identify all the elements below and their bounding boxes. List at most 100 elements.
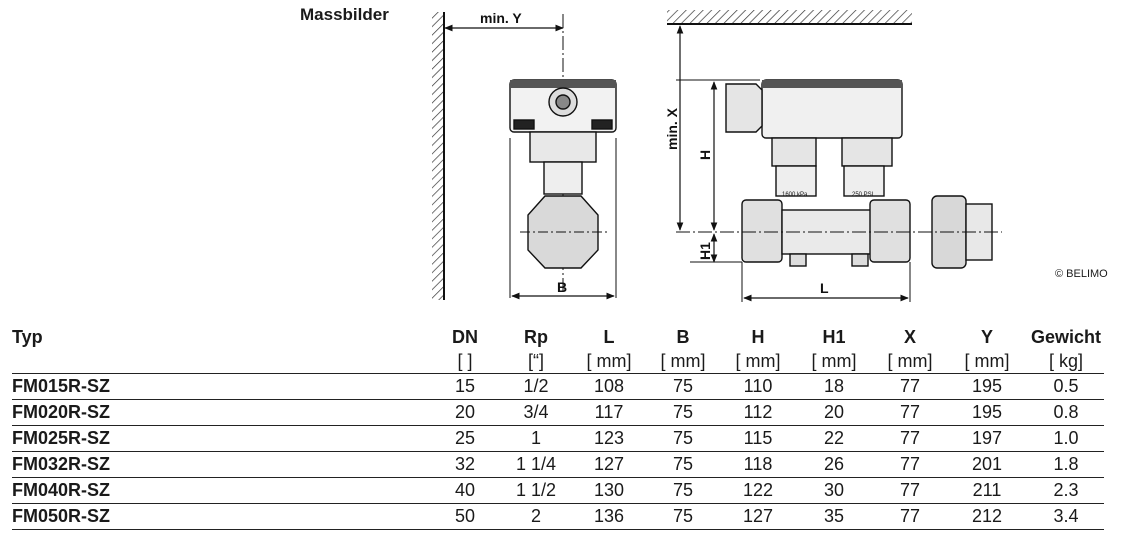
unit-h1: [ mm] [811,351,857,371]
valve-side-view: 1600 kPa 250 PSI [676,79,1002,302]
cell-x: 77 [874,425,946,452]
cell-gewicht: 1.0 [1028,425,1104,452]
cell-dn: 15 [432,373,498,400]
dimension-b: B [511,279,615,300]
header-dn: DN [452,327,478,347]
cell-typ: FM015R-SZ [12,373,432,400]
table-header-row: Typ DN Rp L B H H1 X Y Gewicht [12,325,1104,349]
cell-x: 77 [874,451,946,478]
cell-h: 127 [722,503,794,530]
cell-y: 201 [946,451,1028,478]
valve-front-view [509,14,617,298]
cell-gewicht: 0.5 [1028,373,1104,400]
cell-rp: 3/4 [498,399,574,426]
cell-dn: 32 [432,451,498,478]
label-b: B [557,279,567,295]
cell-rp: 1 1/2 [498,477,574,504]
cell-l: 123 [574,425,644,452]
header-b: B [676,327,690,347]
cell-h1: 26 [794,451,874,478]
unit-b: [ mm] [660,351,706,371]
page-title: Massbilder [300,5,389,24]
cell-h: 115 [722,425,794,452]
cell-b: 75 [644,477,722,504]
dimensions-table: Typ DN Rp L B H H1 X Y Gewicht [ ] [“] [… [12,325,1104,530]
cell-l: 108 [574,373,644,400]
label-min-y: min. Y [480,10,522,26]
header-h1: H1 [822,327,846,347]
cell-dn: 20 [432,399,498,426]
label-l: L [820,280,829,296]
cell-y: 212 [946,503,1028,530]
cell-b: 75 [644,399,722,426]
unit-y: [ mm] [964,351,1010,371]
cell-x: 77 [874,503,946,530]
unit-h: [ mm] [735,351,781,371]
unit-rp: [“] [528,351,544,371]
stamp-left: 1600 kPa [782,192,808,198]
cell-h: 122 [722,477,794,504]
copyright-notice: © BELIMO [1055,268,1108,280]
cell-dn: 25 [432,425,498,452]
dimension-l: L [743,280,909,302]
cell-b: 75 [644,451,722,478]
cell-gewicht: 0.8 [1028,399,1104,426]
dimension-h1: H1 [690,233,742,263]
cell-b: 75 [644,503,722,530]
cell-l: 127 [574,451,644,478]
cell-b: 75 [644,373,722,400]
table-row: FM015R-SZ 15 1/2 108 75 110 18 77 195 0.… [12,373,1104,400]
table-row: FM050R-SZ 50 2 136 75 127 35 77 212 3.4 [12,503,1104,530]
cell-h: 112 [722,399,794,426]
cell-rp: 1 1/4 [498,451,574,478]
header-gewicht: Gewicht [1030,327,1101,347]
cell-l: 117 [574,399,644,426]
dimension-h: H [697,81,718,231]
table-row: FM040R-SZ 40 1 1/2 130 75 122 30 77 211 … [12,477,1104,504]
stamp-right: 250 PSI [852,192,874,198]
dimension-drawing: min. Y B 1600 kPa 250 PSI [432,10,1002,302]
cell-gewicht: 2.3 [1028,477,1104,504]
cell-h: 118 [722,451,794,478]
unit-dn: [ ] [457,351,473,371]
cell-dn: 50 [432,503,498,530]
table-row: FM032R-SZ 32 1 1/4 127 75 118 26 77 201 … [12,451,1104,478]
cell-h1: 35 [794,503,874,530]
header-y: Y [980,327,993,347]
wall-top [667,10,912,25]
header-x: X [903,327,916,347]
cell-y: 211 [946,477,1028,504]
cell-rp: 1/2 [498,373,574,400]
cell-x: 77 [874,477,946,504]
header-h: H [751,327,765,347]
cell-y: 197 [946,425,1028,452]
cell-typ: FM025R-SZ [12,425,432,452]
cell-h1: 20 [794,399,874,426]
cell-h1: 22 [794,425,874,452]
label-h: H [697,150,713,160]
cell-rp: 1 [498,425,574,452]
cell-h1: 18 [794,373,874,400]
table-units-row: [ ] [“] [ mm] [ mm] [ mm] [ mm] [ mm] [ … [12,349,1104,374]
unit-x: [ mm] [887,351,933,371]
cell-typ: FM040R-SZ [12,477,432,504]
dimension-min-y: min. Y [444,10,564,32]
cell-h: 110 [722,373,794,400]
cell-gewicht: 1.8 [1028,451,1104,478]
header-typ: Typ [12,327,43,347]
cell-gewicht: 3.4 [1028,503,1104,530]
cell-x: 77 [874,373,946,400]
wall-left [432,12,445,300]
cell-l: 136 [574,503,644,530]
cell-h1: 30 [794,477,874,504]
label-h1: H1 [697,242,713,260]
unit-l: [ mm] [586,351,632,371]
cell-dn: 40 [432,477,498,504]
cell-typ: FM020R-SZ [12,399,432,426]
cell-y: 195 [946,373,1028,400]
table-row: FM020R-SZ 20 3/4 117 75 112 20 77 195 0.… [12,399,1104,426]
unit-typ [12,349,432,374]
cell-b: 75 [644,425,722,452]
header-l: L [603,327,615,347]
unit-gewicht: [ kg] [1048,351,1083,371]
